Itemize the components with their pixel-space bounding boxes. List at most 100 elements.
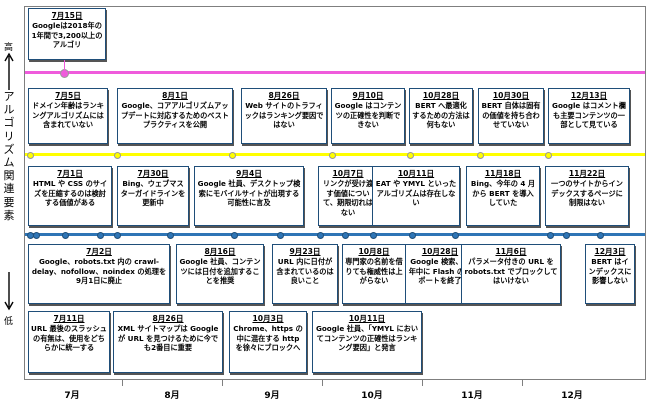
blue-level-line <box>25 233 645 236</box>
event-text: BERT へ最適化するための方法は何もない <box>412 101 470 130</box>
month-tick <box>122 380 123 386</box>
timeline-marker <box>230 232 238 239</box>
event-text: URL 最後のスラッシュの有無は、使用をどちらかに統一する <box>31 324 107 353</box>
timeline-marker <box>562 232 570 239</box>
event-text: Googleは2018年の1年間で3,200以上のアルゴリ <box>31 21 103 50</box>
timeline-marker <box>61 232 69 239</box>
event-text: HTML や CSS のサイズを圧縮するのは検討する価値がある <box>32 179 108 208</box>
event-text: ドメイン年齢はランキングアルゴリズムには含まれていない <box>32 101 104 130</box>
month-tick <box>422 380 423 386</box>
event-text: Google 社員、「YMYL においてコンテンツの正確性はランキング要因」と発… <box>315 324 419 353</box>
magenta-level-line <box>25 71 645 74</box>
timeline-marker <box>32 232 40 239</box>
month-label: 11月 <box>461 391 483 401</box>
up-arrow-icon <box>4 52 14 90</box>
timeline-marker <box>476 152 484 159</box>
event-date: 11月22日 <box>568 169 606 178</box>
event-text: Google、robots.txt 内の crawl-delay、nofollo… <box>31 257 167 286</box>
event-text: リンクが受け渡す価値について、期限切れはない <box>322 179 374 217</box>
event-text: Web サイトのトラフィックはランキング要因ではない <box>244 101 324 130</box>
axis-low-label: 低 <box>4 317 14 327</box>
timeline-marker <box>341 232 349 239</box>
event-date: 10月7日 <box>332 169 364 178</box>
event-date: 11月18日 <box>484 169 522 178</box>
event-text: EAT や YMYL といったアルゴリズムは存在しない <box>375 179 457 208</box>
timeline-marker <box>113 152 121 159</box>
timeline-marker <box>316 232 324 239</box>
event-text: Google、コアアルゴリズムアップデートに対応するためのベストプラクティスを公… <box>121 101 229 130</box>
event-date: 11月6日 <box>495 247 527 256</box>
event-text: 専門家の名前を借りても権威性は上がらない <box>345 257 403 286</box>
event-box-blue-upper: 10月7日リンクが受け渡す価値について、期限切れはない <box>318 166 378 226</box>
event-date: 7月11日 <box>53 314 85 323</box>
event-date: 8月1日 <box>162 91 188 100</box>
month-label: 9月 <box>264 391 280 401</box>
month-label: 10月 <box>361 391 383 401</box>
timeline-marker <box>96 232 104 239</box>
event-date: 10月28日 <box>422 91 460 100</box>
event-date: 10月8日 <box>358 247 390 256</box>
event-date: 7月30日 <box>137 169 169 178</box>
event-date: 12月3日 <box>594 247 626 256</box>
event-date: 7月2日 <box>86 247 112 256</box>
event-text: Chrome、https の中に混在する http を徐々にブロックへ <box>233 324 303 353</box>
event-date: 7月1日 <box>57 169 83 178</box>
event-box-blue-upper: 11月22日一つのサイトからインデックスするページに制限はない <box>545 166 629 226</box>
month-label: 8月 <box>164 391 180 401</box>
timeline-marker <box>228 152 236 159</box>
marker-connector <box>64 60 65 72</box>
month-tick <box>322 380 323 386</box>
month-tick <box>522 380 523 386</box>
axis-high-label: 高 <box>4 43 14 53</box>
timeline-marker <box>113 232 121 239</box>
event-date: 12月13日 <box>570 91 608 100</box>
month-label: 7月 <box>64 391 80 401</box>
month-label: 12月 <box>561 391 583 401</box>
event-box-yellow: 7月5日ドメイン年齢はランキングアルゴリズムには含まれていない <box>28 88 108 144</box>
diagram-frame <box>24 6 646 380</box>
event-text: Google はコメント欄も主要コンテンツの一部として見ている <box>552 101 626 130</box>
event-date: 10月11日 <box>397 169 435 178</box>
event-date: 9月4日 <box>236 169 262 178</box>
event-text: Bing、今年の 4 月から BERT を導入していた <box>470 179 536 208</box>
timeline-marker <box>408 232 416 239</box>
event-date: 10月28日 <box>421 247 459 256</box>
event-date: 8月26日 <box>152 314 184 323</box>
down-arrow-icon <box>4 272 14 311</box>
month-tick <box>222 380 223 386</box>
event-date: 7月5日 <box>55 91 81 100</box>
event-text: 一つのサイトからインデックスするページに制限はない <box>551 179 623 208</box>
timeline-marker <box>596 232 604 239</box>
event-text: Google 社員、デスクトップ検索にモバイルサイトが出現する可能性に言及 <box>197 179 301 208</box>
timeline-marker <box>546 232 554 239</box>
timeline-marker <box>328 152 336 159</box>
axis-title: アルゴリズム関連要素 <box>3 90 15 222</box>
event-box-blue-lower: 10月8日専門家の名前を借りても権威性は上がらない <box>342 244 406 304</box>
event-box-blue-lower: 11月6日パラメータ付きの URL を robots.txt でブロックしてはい… <box>461 244 561 304</box>
event-text: Bing、ウェブマスターガイドラインを更新中 <box>120 179 186 208</box>
event-text: Google 社員、コンテンツには日付を追加することを推奨 <box>179 257 261 286</box>
event-date: 8月26日 <box>268 91 300 100</box>
timeline-marker <box>451 232 459 239</box>
event-date: 10月3日 <box>252 314 284 323</box>
timeline-marker <box>544 152 552 159</box>
event-text: Google はコンテンツの正確性を判断できない <box>334 101 402 130</box>
timeline-marker <box>369 232 377 239</box>
event-date: 10月30日 <box>492 91 530 100</box>
event-text: URL 内に日付が含まれているのは良いこと <box>276 257 334 286</box>
